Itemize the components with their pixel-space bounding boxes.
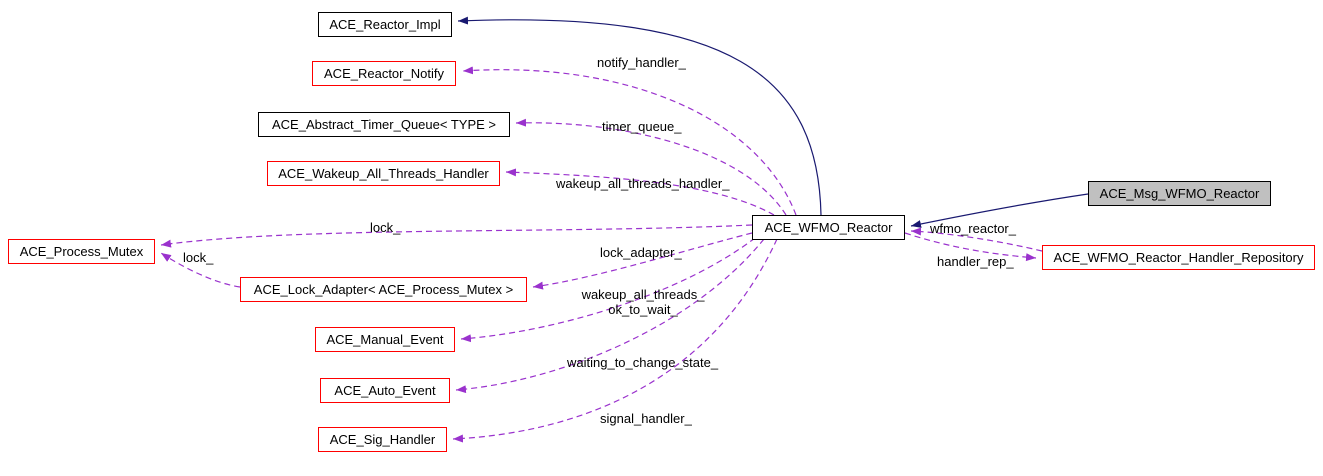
edge-waiting-to-change-state	[455, 238, 765, 394]
edge-label-lock-adapter: lock_adapter_	[600, 245, 682, 260]
node-ace-wfmo-reactor[interactable]: ACE_WFMO_Reactor	[752, 215, 905, 240]
edge-label-handler-rep: handler_rep_	[937, 254, 1014, 269]
edge-label-wakeup-all-threads-handler: wakeup_all_threads_handler_	[556, 176, 730, 191]
edge-lock-adapter	[532, 232, 753, 290]
edge-label-wakeup-ok-to-wait: wakeup_all_threads_ ok_to_wait_	[578, 287, 708, 317]
node-ace-abstract-timer-queue[interactable]: ACE_Abstract_Timer_Queue< TYPE >	[258, 112, 510, 137]
edge-label-wfmo-reactor: wfmo_reactor_	[930, 221, 1016, 236]
node-ace-manual-event[interactable]: ACE_Manual_Event	[315, 327, 455, 352]
edge-lock-from-adapter	[160, 252, 241, 288]
edge-wakeup-all-threads-handler	[505, 168, 775, 216]
node-ace-wfmo-reactor-handler-repository[interactable]: ACE_WFMO_Reactor_Handler_Repository	[1042, 245, 1315, 270]
node-ace-lock-adapter[interactable]: ACE_Lock_Adapter< ACE_Process_Mutex >	[240, 277, 527, 302]
edge-label-lock-left: lock_	[183, 250, 214, 265]
edge-label-line: wakeup_all_threads_	[581, 287, 705, 302]
node-ace-reactor-notify[interactable]: ACE_Reactor_Notify	[312, 61, 456, 86]
edge-label-signal-handler: signal_handler_	[600, 411, 692, 426]
edge-inherit-reactor-impl	[457, 16, 822, 216]
edge-lock-from-reactor	[160, 224, 753, 248]
node-ace-process-mutex[interactable]: ACE_Process_Mutex	[8, 239, 155, 264]
edge-label-line: ok_to_wait_	[608, 302, 678, 317]
node-ace-reactor-impl[interactable]: ACE_Reactor_Impl	[318, 12, 452, 37]
node-ace-sig-handler[interactable]: ACE_Sig_Handler	[318, 427, 447, 452]
edge-notify-handler	[462, 66, 797, 216]
edge-signal-handler	[452, 238, 778, 443]
edge-label-waiting-to-change-state: waiting_to_change_state_	[567, 355, 719, 370]
node-ace-auto-event[interactable]: ACE_Auto_Event	[320, 378, 450, 403]
edge-inherit-msg-wfmo-reactor	[910, 193, 1089, 228]
edge-timer-queue	[515, 118, 787, 216]
edge-handler-rep	[904, 232, 1037, 262]
edge-wfmo-reactor	[910, 227, 1043, 252]
edge-label-timer-queue: timer_queue_	[602, 119, 682, 134]
edge-label-notify-handler: notify_handler_	[597, 55, 686, 70]
node-ace-wakeup-all-threads-handler[interactable]: ACE_Wakeup_All_Threads_Handler	[267, 161, 500, 186]
node-ace-msg-wfmo-reactor: ACE_Msg_WFMO_Reactor	[1088, 181, 1271, 206]
edge-label-lock-top: lock_	[370, 220, 401, 235]
